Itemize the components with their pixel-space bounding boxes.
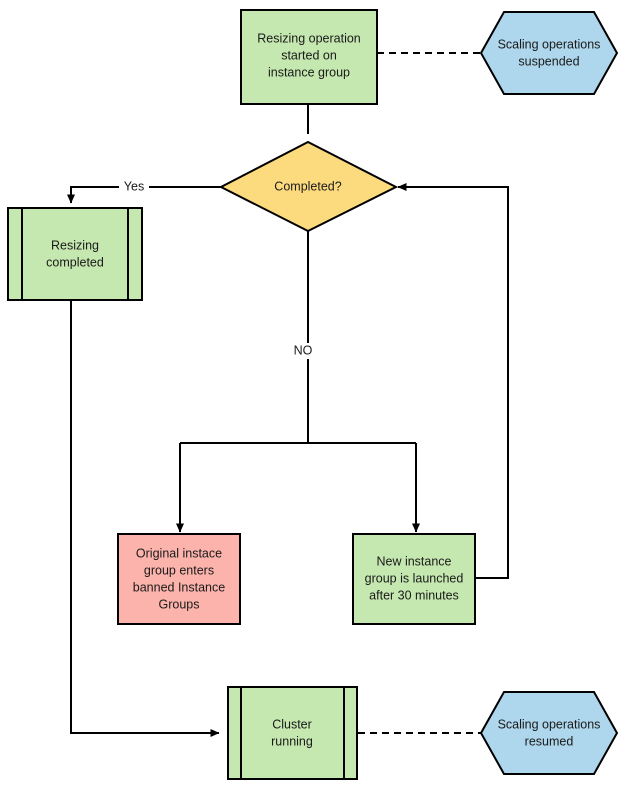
edge-label-yes: Yes	[124, 179, 144, 193]
node-resizing-completed-line-2: completed	[46, 255, 104, 269]
node-new-instance-group-line-1: New instance	[376, 554, 451, 568]
node-cluster-running-box[interactable]	[227, 686, 358, 780]
node-completed-decision[interactable]: Completed?	[218, 140, 399, 233]
node-new-instance-group-box[interactable]	[352, 533, 476, 625]
node-scaling-resumed-line-1: Scaling operations	[498, 717, 601, 731]
node-resizing-started-box[interactable]	[240, 9, 378, 105]
node-completed-decision-diamond[interactable]	[218, 140, 399, 233]
node-resizing-completed[interactable]: Resizing completed	[7, 207, 143, 301]
edge-label-no: NO	[294, 343, 313, 357]
node-banned-instance-groups-line-1: Original instace	[136, 546, 222, 560]
node-resizing-completed-box[interactable]	[7, 207, 143, 301]
node-banned-instance-groups-line-3: banned Instance	[133, 580, 225, 594]
node-completed-decision-label: Completed?	[274, 179, 341, 193]
node-scaling-resumed-hexagon[interactable]	[479, 691, 619, 775]
node-banned-instance-groups-line-2: group enters	[144, 563, 214, 577]
edge-label-no-backdrop	[289, 343, 314, 359]
edge-resizing-completed-to-cluster-running	[70, 300, 220, 737]
node-resizing-started-line-3: instance group	[268, 65, 350, 79]
node-banned-instance-groups-box[interactable]	[117, 533, 241, 625]
node-scaling-suspended[interactable]: Scaling operations suspended	[479, 11, 619, 95]
edge-label-yes-backdrop	[119, 179, 149, 195]
node-scaling-suspended-line-1: Scaling operations	[498, 37, 601, 51]
node-cluster-running-line-2: running	[271, 734, 313, 748]
node-banned-instance-groups-line-4: Groups	[159, 597, 200, 611]
node-scaling-resumed[interactable]: Scaling operations resumed	[479, 691, 619, 775]
node-scaling-resumed-line-2: resumed	[525, 734, 574, 748]
node-scaling-suspended-line-2: suspended	[518, 54, 579, 68]
node-resizing-started-line-2: started on	[281, 48, 337, 62]
edge-decision-yes-to-resizing-completed	[67, 186, 224, 204]
edge-new-instance-group-to-decision	[397, 183, 509, 579]
node-cluster-running[interactable]: Cluster running	[227, 686, 358, 780]
node-resizing-completed-line-1: Resizing	[51, 238, 99, 252]
node-cluster-running-line-1: Cluster	[272, 717, 312, 731]
node-resizing-started-line-1: Resizing operation	[257, 31, 361, 45]
node-new-instance-group-line-2: group is launched	[365, 571, 464, 585]
node-new-instance-group[interactable]: New instance group is launched after 30 …	[352, 533, 476, 625]
node-banned-instance-groups[interactable]: Original instace group enters banned Ins…	[117, 533, 241, 625]
node-scaling-suspended-hexagon[interactable]	[479, 11, 619, 95]
node-resizing-started[interactable]: Resizing operation started on instance g…	[240, 9, 378, 105]
node-new-instance-group-line-3: after 30 minutes	[369, 588, 459, 602]
